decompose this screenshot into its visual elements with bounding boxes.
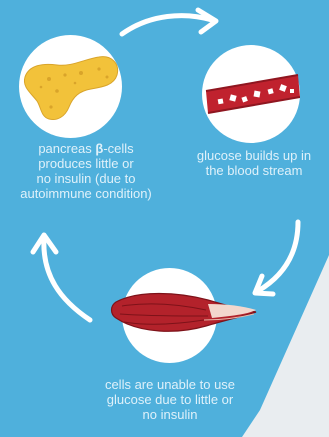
cells-caption: cells are unable to use glucose due to l… <box>88 377 252 422</box>
muscle-cell-circle <box>122 268 217 363</box>
pancreas-circle <box>19 35 122 138</box>
muscle-cell-icon <box>108 268 258 363</box>
arrow-pancreas-to-vessel <box>122 16 212 34</box>
caption-prefix: pancreas <box>38 141 95 156</box>
blood-vessel-icon <box>202 45 300 143</box>
pancreas-icon <box>19 35 122 138</box>
arrow-muscle-to-pancreas <box>44 238 90 320</box>
blood-stream-caption: glucose builds up in the blood stream <box>179 148 329 178</box>
arrow-vessel-to-muscle <box>258 222 298 291</box>
pancreas-caption: pancreas β-cells produces little or no i… <box>0 141 172 201</box>
blood-vessel-circle <box>202 45 300 143</box>
